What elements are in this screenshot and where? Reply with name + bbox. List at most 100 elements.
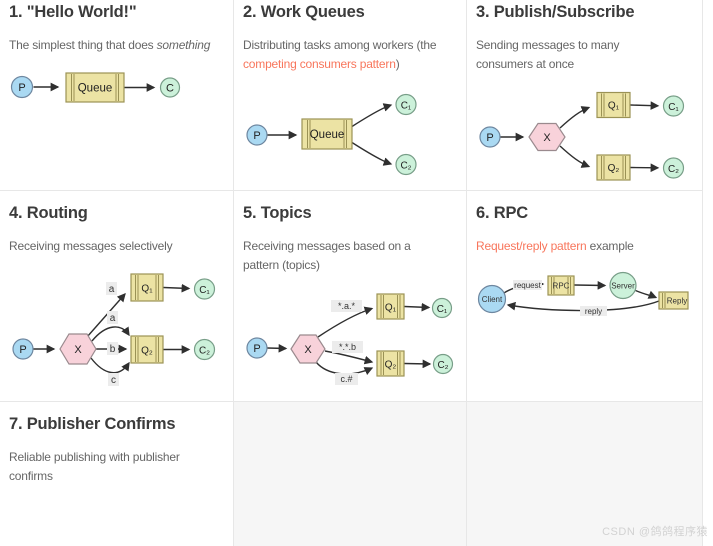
consumer-2-label: C₂: [400, 161, 411, 172]
empty-cell: [233, 401, 466, 546]
cell-publish-subscribe: 3. Publish/Subscribe Sending messages to…: [466, 0, 703, 190]
rpc-queue-label: RPC: [553, 282, 570, 291]
binding-pattern-label: *.*.b: [339, 342, 356, 352]
producer-node: [10, 75, 34, 99]
queue-1-node: [596, 91, 631, 119]
arrow: [315, 361, 374, 376]
queue-1-label: Q₁: [141, 284, 153, 295]
queue-label: Queue: [78, 83, 113, 95]
description-text: Receiving messages selectively: [9, 239, 173, 253]
request-label-bg: [513, 280, 542, 290]
cell-description: Reliable publishing with publisher confi…: [0, 448, 209, 486]
binding-label-bg: [107, 311, 118, 324]
cell-title: 6. RPC: [476, 204, 528, 222]
request-reply-link[interactable]: Request/reply pattern: [476, 239, 587, 253]
watermark: CSDN @鸽鸽程序猿: [602, 526, 708, 538]
cell-work-queues: 2. Work Queues Distributing tasks among …: [233, 0, 466, 190]
producer-label: P: [19, 344, 26, 356]
consumer-2-label: C₂: [199, 346, 210, 357]
arrow: [630, 101, 660, 110]
server-label: Server: [611, 282, 635, 291]
cell-hello-world: 1. "Hello World!" The simplest thing tha…: [0, 0, 233, 190]
producer-label: P: [253, 130, 260, 142]
topics-diagram: *.a.* *.*.b c.# P X Q₁ Q₂ C₁ C₂: [246, 293, 454, 385]
cell-routing: 4. Routing Receiving messages selectivel…: [0, 190, 233, 401]
consumer-1-label: C₁: [401, 101, 412, 112]
empty-cell: [466, 401, 703, 546]
arrow: [86, 293, 126, 338]
binding-key-label: c: [111, 375, 116, 386]
binding-key-label: a: [110, 313, 116, 324]
consumer-2-node: [193, 338, 216, 361]
description-text: Distributing tasks among workers (the: [243, 38, 437, 52]
description-text: Receiving messages based on a pattern (t…: [243, 239, 411, 272]
arrow: [351, 103, 393, 128]
description-text: Sending messages to many consumers at on…: [476, 38, 620, 71]
arrow: [351, 141, 393, 166]
cell-publisher-confirms: 7. Publisher Confirms Reliable publishin…: [0, 401, 233, 546]
producer-label: P: [253, 343, 260, 355]
cell-description: Request/reply pattern example: [467, 237, 676, 256]
hello-world-diagram: P Queue C: [10, 72, 181, 103]
cell-title: 2. Work Queues: [243, 3, 365, 21]
reply-label-bg: [580, 306, 607, 316]
description-text: ): [395, 57, 400, 71]
arrow: [559, 145, 591, 168]
consumer-1-node: [193, 278, 216, 300]
cell-title: 3. Publish/Subscribe: [476, 3, 635, 21]
queue-2-label: Q₂: [608, 163, 620, 174]
binding-label-bg: [107, 342, 118, 355]
competing-consumers-link[interactable]: competing consumers pattern: [243, 57, 396, 71]
binding-label-bg: [332, 341, 363, 353]
arrow: [404, 302, 431, 312]
consumer-1-label: C₁: [437, 304, 448, 315]
arrow: [267, 343, 288, 353]
queue-2-node: [596, 154, 631, 181]
work-queues-diagram: P Queue C₁ C₂: [246, 93, 417, 176]
consumer-2-label: C₂: [668, 164, 679, 175]
exchange-label: X: [543, 132, 551, 144]
queue-1-label: Q₁: [385, 303, 397, 314]
producer-node: [246, 337, 268, 359]
arrow: [324, 350, 374, 365]
producer-node: [479, 126, 501, 148]
cell-description: Receiving messages based on a pattern (t…: [234, 237, 443, 275]
description-text: The simplest thing that does: [9, 38, 157, 52]
queue-2-label: Q₂: [141, 346, 153, 357]
arrow: [163, 283, 191, 293]
binding-key-label: a: [109, 284, 115, 295]
producer-node: [12, 338, 34, 360]
queue-2-label: Q₂: [385, 360, 397, 371]
cell-rpc: 6. RPC Request/reply pattern example req…: [466, 190, 703, 401]
exchange-node: [290, 334, 326, 364]
consumer-1-node: [662, 95, 685, 117]
consumer-label: C: [166, 83, 174, 95]
cell-description: The simplest thing that does something: [0, 36, 233, 55]
consumer-1-node: [431, 297, 453, 319]
producer-label: P: [486, 132, 493, 144]
cell-description: Distributing tasks among workers (the co…: [234, 36, 455, 74]
cell-description: Receiving messages selectively: [0, 237, 209, 256]
server-node: [609, 271, 637, 300]
queue-1-node: [130, 273, 164, 302]
binding-pattern-label: *.a.*: [338, 301, 356, 311]
arrow: [574, 281, 607, 290]
cell-title: 7. Publisher Confirms: [9, 415, 176, 433]
cell-title: 4. Routing: [9, 204, 88, 222]
consumer-1-label: C₁: [668, 102, 679, 113]
routing-diagram: a a b c P X Q₁ Q₂ C₁ C₂: [12, 273, 216, 386]
queue-node: [65, 72, 125, 103]
binding-label-bg: [335, 373, 358, 385]
binding-pattern-label: c.#: [340, 374, 352, 384]
consumer-2-node: [662, 157, 685, 179]
producer-label: P: [18, 82, 25, 94]
rpc-diagram: request reply Client RPC Server Reply: [477, 271, 689, 316]
exchange-node: [528, 122, 566, 152]
exchange-label: X: [74, 344, 82, 356]
reply-queue-node: [658, 291, 689, 310]
binding-label-bg: [108, 373, 119, 386]
producer-node: [246, 124, 268, 146]
queue-label: Queue: [310, 129, 345, 141]
cell-title: 1. "Hello World!": [9, 3, 137, 21]
reply-label: reply: [585, 307, 602, 316]
